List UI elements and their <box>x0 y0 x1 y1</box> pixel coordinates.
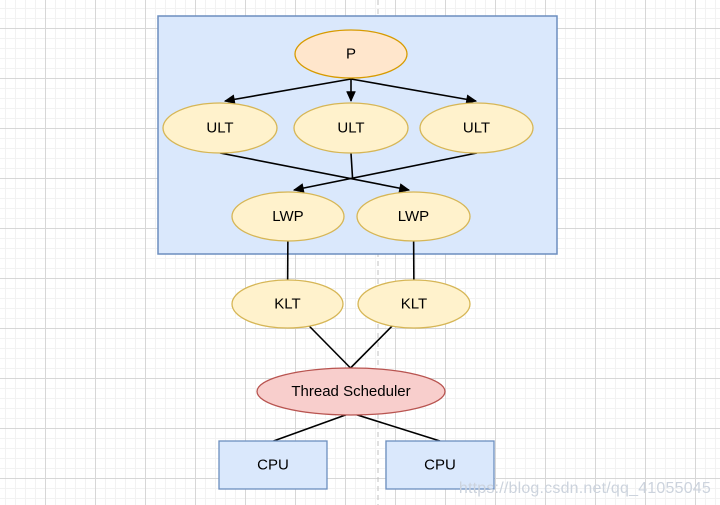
node-lwp2 <box>356 191 471 242</box>
node-cpu1 <box>218 440 328 490</box>
node-label-cpu1: CPU <box>257 457 289 474</box>
node-p <box>294 29 408 79</box>
node-ts <box>256 367 446 416</box>
node-ult2 <box>293 102 409 154</box>
node-label-ts: Thread Scheduler <box>291 383 410 400</box>
edge-ult3-lwp1 <box>294 152 478 190</box>
edge-p-ult3 <box>350 78 476 101</box>
edge-ult1-lwp2 <box>219 152 409 190</box>
edge-p-ult1 <box>225 78 352 101</box>
node-label-lwp2: LWP <box>398 208 429 225</box>
node-label-ult1: ULT <box>206 120 233 137</box>
node-klt1 <box>231 279 344 329</box>
node-klt2 <box>357 279 471 329</box>
nodes-layer: P ULT ULT ULT LWP LWP KLT KLT Thread SchedulerCP… <box>162 29 534 490</box>
node-label-p: P <box>346 46 356 63</box>
edge-ts-cpu1 <box>273 412 352 442</box>
edge-ts-cpu2 <box>350 412 441 442</box>
node-label-ult3: ULT <box>463 120 490 137</box>
node-ult3 <box>419 102 534 154</box>
node-label-klt1: KLT <box>274 296 300 313</box>
node-label-cpu2: CPU <box>424 457 456 474</box>
node-label-ult2: ULT <box>337 120 364 137</box>
node-ult1 <box>162 102 278 154</box>
edge-ult2-junction <box>350 152 354 178</box>
node-label-klt2: KLT <box>401 296 427 313</box>
node-cpu2 <box>385 440 495 490</box>
node-label-lwp1: LWP <box>272 208 303 225</box>
node-lwp1 <box>231 191 345 242</box>
